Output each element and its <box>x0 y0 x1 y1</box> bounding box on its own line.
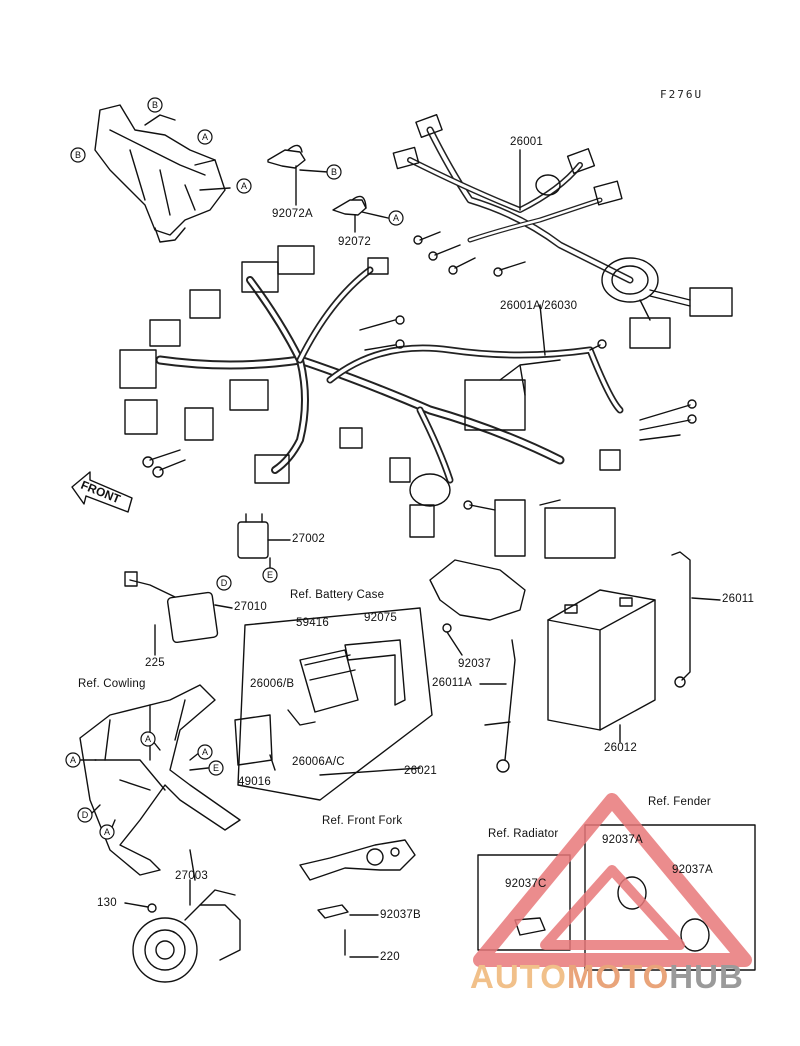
part-92072: 92072 <box>338 236 371 248</box>
callout-b-2 <box>70 147 86 163</box>
callout-a-4 <box>65 752 81 768</box>
part-26001: 26001 <box>510 136 543 148</box>
battery-cable-26011a <box>479 639 516 773</box>
part-220: 220 <box>380 951 400 963</box>
part-26021: 26021 <box>404 765 437 777</box>
part-49016: 49016 <box>238 776 271 788</box>
callout-b-1-text: B <box>152 100 158 110</box>
callout-a-6-text: A <box>202 747 208 757</box>
part-59416: 59416 <box>296 617 329 629</box>
battery-cable-26011 <box>671 551 721 688</box>
part-92037c: 92037C <box>505 878 547 890</box>
leader-lines <box>79 149 546 881</box>
logo-moto: MOTO <box>566 958 670 995</box>
callout-circles <box>65 97 404 840</box>
clamp-92072 <box>332 195 389 233</box>
part-225: 225 <box>145 657 165 669</box>
ref-radiator: Ref. Radiator <box>488 828 559 840</box>
callout-a-1-text: A <box>202 132 208 142</box>
callout-a-3-text: A <box>393 213 399 223</box>
part-26001a-26030: 26001A/26030 <box>500 300 578 312</box>
callout-e-1 <box>262 567 278 583</box>
ref-front-fork: Ref. Front Fork <box>322 815 403 827</box>
part-92037: 92037 <box>458 658 491 670</box>
part-130: 130 <box>97 897 117 909</box>
callout-a-2-text: A <box>241 181 247 191</box>
callout-a-7-text: A <box>104 827 110 837</box>
harness-26001 <box>392 114 733 349</box>
front-arrow <box>71 471 133 513</box>
callout-b-1 <box>147 97 163 113</box>
relay-27002 <box>237 513 291 569</box>
part-92075: 92075 <box>364 612 397 624</box>
callout-e-1-text: E <box>267 570 273 580</box>
front-fork-bracket <box>299 839 416 958</box>
callout-a-5 <box>140 731 156 747</box>
figure-code: F276U <box>660 88 704 101</box>
horn-27003 <box>124 879 241 983</box>
part-27003: 27003 <box>175 870 208 882</box>
callout-e-2-text: E <box>213 763 219 773</box>
part-92037a-1: 92037A <box>602 834 643 846</box>
part-26006b: 26006/B <box>250 678 295 690</box>
callout-a-2 <box>236 178 252 194</box>
logo-hub: HUB <box>669 958 744 995</box>
callout-d-1 <box>216 575 232 591</box>
harness-26001a-26030 <box>119 245 697 559</box>
part-92037b: 92037B <box>380 909 421 921</box>
ref-fender: Ref. Fender <box>648 796 711 808</box>
part-26011: 26011 <box>722 593 755 605</box>
part-92037a-2: 92037A <box>672 864 713 876</box>
callout-a-4-text: A <box>70 755 76 765</box>
callout-d-2-text: D <box>82 810 89 820</box>
ref-battery-case: Ref. Battery Case <box>290 589 385 601</box>
callout-b-2-text: B <box>75 150 81 160</box>
battery-26012 <box>547 589 656 743</box>
part-26011a: 26011A <box>432 677 472 689</box>
callout-b-3 <box>326 164 342 180</box>
headlight-bracket <box>94 104 231 243</box>
callout-a-7 <box>99 824 115 840</box>
cowling-bracket <box>79 684 241 876</box>
callout-e-2 <box>208 760 224 776</box>
callout-a-6 <box>197 744 213 760</box>
watermark-logo: AUTOMOTOHUB <box>470 958 744 996</box>
callout-a-3 <box>388 210 404 226</box>
part-27002: 27002 <box>292 533 325 545</box>
regulator-27010 <box>124 571 233 656</box>
ref-cowling: Ref. Cowling <box>78 678 146 690</box>
callout-b-3-text: B <box>331 167 337 177</box>
part-92072a: 92072A <box>272 208 313 220</box>
callout-d-1-text: D <box>221 578 228 588</box>
clamp-92072a <box>267 144 329 206</box>
part-26012: 26012 <box>604 742 637 754</box>
part-26006ac: 26006A/C <box>292 756 345 768</box>
watermark-triangle <box>473 793 752 967</box>
fender-ref-box <box>584 824 756 971</box>
logo-auto: AUTO <box>470 958 567 995</box>
callout-a-1 <box>197 129 213 145</box>
part-27010: 27010 <box>234 601 267 613</box>
callout-d-2 <box>77 807 93 823</box>
callout-a-5-text: A <box>145 734 151 744</box>
